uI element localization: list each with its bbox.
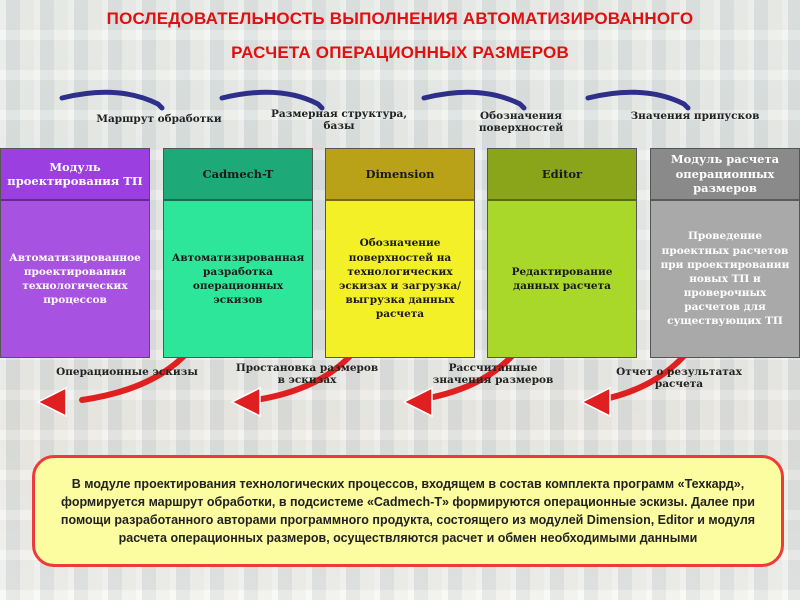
arrowhead-4: [580, 386, 611, 418]
module-editor: Editor Редактирование данных расчета: [487, 148, 637, 358]
arrowhead-3: [402, 386, 433, 418]
module-body: Автоматизированное проектирования технол…: [1, 201, 149, 357]
top-label-4: Значения припусков: [630, 110, 760, 122]
top-arrow-3: [421, 89, 527, 111]
top-arrow-1: [59, 89, 165, 111]
bottom-label-4: Отчет о результатах расчета: [616, 366, 742, 391]
bottom-arrow-2: [253, 353, 353, 403]
bottom-label-1: Операционные эскизы: [56, 366, 198, 378]
module-dimension: Dimension Обозначение поверхностей на те…: [325, 148, 475, 358]
arrowhead-1: [36, 386, 67, 418]
module-cadmech: Cadmech-T Автоматизированная разработка …: [163, 148, 313, 358]
top-arrow-2: [219, 89, 325, 111]
module-body: Автоматизированная разработка операционн…: [164, 201, 312, 357]
module-header: Dimension: [326, 149, 474, 201]
top-label-2: Размерная структура, базы: [270, 108, 408, 133]
top-label-1: Маршрут обработки: [96, 113, 222, 125]
title-line-2: РАСЧЕТА ОПЕРАЦИОННЫХ РАЗМЕРОВ: [231, 43, 569, 62]
description-note: В модуле проектирования технологических …: [32, 455, 784, 567]
arrowhead-2: [230, 386, 261, 418]
module-header: Cadmech-T: [164, 149, 312, 201]
module-header: Модуль проектирования ТП: [1, 149, 149, 201]
bottom-arrow-1: [79, 353, 187, 403]
module-size-calculation: Модуль расчета операционных размеров Про…: [650, 148, 800, 358]
module-header: Editor: [488, 149, 636, 201]
module-body: Обозначение поверхностей на технологичес…: [326, 201, 474, 357]
module-body: Редактирование данных расчета: [488, 201, 636, 357]
module-tp-design: Модуль проектирования ТП Автоматизирован…: [0, 148, 150, 358]
bottom-label-3: Рассчитанные значения размеров: [432, 362, 554, 387]
title-line-1: ПОСЛЕДОВАТЕЛЬНОСТЬ ВЫПОЛНЕНИЯ АВТОМАТИЗИ…: [106, 9, 694, 28]
module-header: Модуль расчета операционных размеров: [651, 149, 799, 201]
module-body: Проведение проектных расчетов при проект…: [651, 201, 799, 357]
top-arrow-4: [585, 89, 691, 111]
bottom-label-2: Простановка размеров в эскизах: [235, 362, 379, 387]
top-label-3: Обозначения поверхностей: [478, 110, 564, 135]
